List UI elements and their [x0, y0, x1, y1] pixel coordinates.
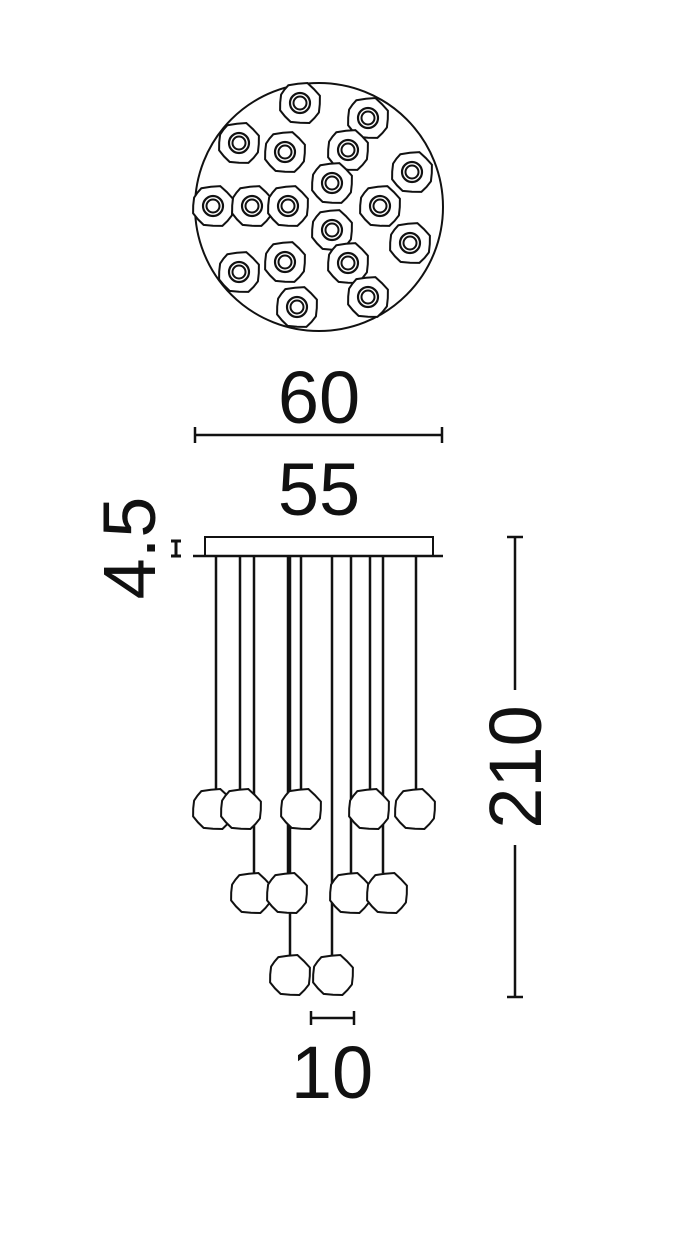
pendant-shade: [269, 953, 311, 997]
top-view: [192, 81, 444, 332]
bulb-icon: [359, 185, 401, 227]
bulb-icon: [347, 276, 389, 318]
bulb-icon: [218, 251, 260, 293]
dimension-4-5: 4.5: [88, 497, 181, 600]
bulb-icon: [311, 209, 353, 251]
bulb-icon: [311, 162, 353, 204]
bulb-icon: [389, 222, 431, 264]
pendant-shade: [329, 871, 371, 915]
pendant-shade: [394, 787, 436, 831]
pendant-shade: [220, 787, 262, 831]
canopy: [204, 536, 434, 557]
bulb-icon: [231, 185, 273, 227]
dimension-label-10: 10: [291, 1031, 373, 1114]
dimension-label-210: 210: [474, 705, 557, 828]
bulb-icon: [347, 96, 389, 139]
bulb-icon: [218, 121, 260, 164]
dimension-10: 10: [291, 1011, 373, 1114]
bulb-icon: [391, 151, 433, 193]
bulb-icon: [279, 81, 321, 125]
bulb-icon: [276, 286, 318, 328]
bulb-icon: [327, 129, 369, 171]
bulb-icon: [267, 185, 309, 227]
dimension-60: 60: [193, 356, 444, 443]
dimension-label-60: 60: [278, 356, 360, 439]
dimension-label-55: 55: [278, 448, 360, 531]
bulb-icon: [264, 131, 306, 173]
bulb-icon: [327, 242, 369, 284]
pendant-shade: [230, 871, 272, 915]
bulb-icon: [192, 185, 234, 227]
pendant-shade: [366, 871, 408, 915]
pendant-shade: [266, 871, 308, 915]
pendant-shade: [280, 787, 322, 831]
bulb-icon: [264, 241, 306, 283]
pendant-shade: [348, 787, 390, 831]
dimension-label-4-5: 4.5: [88, 497, 171, 600]
side-view: [192, 536, 443, 997]
dimension-210: 210: [474, 535, 557, 999]
pendant-shade: [312, 953, 354, 997]
